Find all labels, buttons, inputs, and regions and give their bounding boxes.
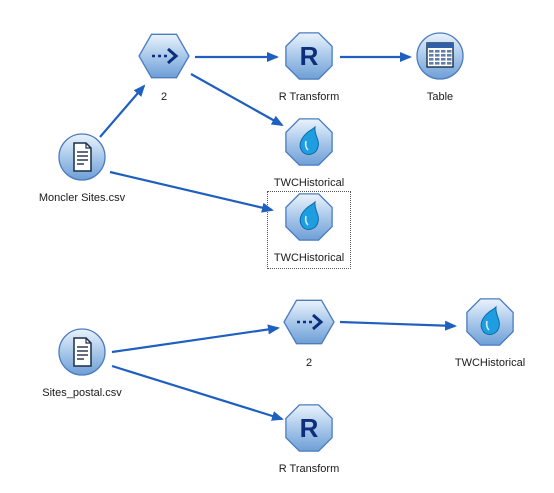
r-letter-icon: R [300,413,319,443]
link-n_postal-to-n_rtrans2[interactable] [111,364,284,421]
node-shape: R [285,404,333,452]
table-grid-icon [426,42,454,68]
node-shape [285,118,333,166]
node-shape: R [285,32,333,80]
water-drop-icon [480,305,500,335]
link-n_select1-to-n_twc1[interactable] [190,73,284,126]
node-label: Sites_postal.csv [42,387,122,399]
node-source-moncler[interactable] [54,129,110,185]
water-drop-icon [299,200,319,230]
document-icon [73,337,92,367]
link-n_moncler-to-n_twc2[interactable] [109,170,274,213]
node-rtransform-rtrans1[interactable]: R [281,28,337,84]
r-letter-icon: R [300,41,319,71]
node-label: Moncler Sites.csv [38,192,126,204]
node-label: R Transform [278,91,340,103]
select-arrow-icon [297,313,324,331]
document-icon [73,142,92,172]
node-twc-twc3[interactable] [462,294,518,350]
link-n_select2-to-n_twc3[interactable] [339,320,457,331]
node-select-select2[interactable] [281,294,337,350]
node-shape [285,193,333,241]
node-table-table[interactable] [412,28,468,84]
node-label: TWCHistorical [273,177,345,189]
node-label: 2 [160,91,168,103]
node-label: R Transform [278,463,340,475]
node-twc-twc1[interactable] [281,114,337,170]
node-label: Table [426,91,454,103]
node-source-postal[interactable] [54,324,110,380]
node-label: TWCHistorical [273,252,345,264]
node-rtransform-rtrans2[interactable]: R [281,400,337,456]
node-shape [58,133,106,181]
select-arrow-icon [152,47,179,65]
node-select-select1[interactable] [136,28,192,84]
node-shape [416,32,464,80]
node-twc-twc2[interactable] [281,189,337,245]
node-shape [138,33,190,79]
node-shape [58,328,106,376]
selection-box [267,191,351,269]
link-n_postal-to-n_select2[interactable] [111,324,280,354]
link-n_moncler-to-n_select1[interactable] [99,84,146,138]
node-shape [283,299,335,345]
node-shape [466,298,514,346]
water-drop-icon [299,125,319,155]
node-label: 2 [305,357,313,369]
node-label: TWCHistorical [454,357,526,369]
